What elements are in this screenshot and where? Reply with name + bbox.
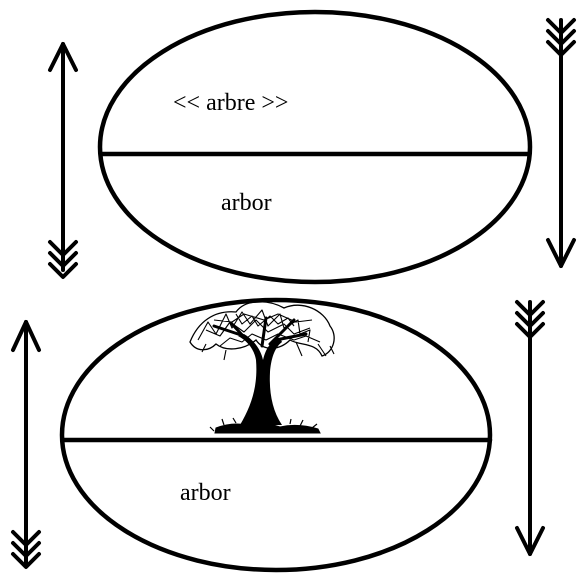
arrow-up-top-left bbox=[48, 42, 78, 279]
sign-bottom: arbor bbox=[59, 297, 493, 573]
sign-top: << arbre >> arbor bbox=[97, 9, 533, 285]
arrow-down-top-right bbox=[546, 18, 576, 268]
sign-top-ellipse bbox=[97, 9, 533, 285]
sign-bottom-signifier: arbor bbox=[180, 480, 231, 506]
arrow-up-bottom-left bbox=[11, 320, 41, 569]
sign-bottom-ellipse bbox=[59, 297, 493, 573]
tree-icon bbox=[189, 301, 335, 434]
sign-top-signified: << arbre >> bbox=[173, 90, 288, 116]
sign-top-signifier: arbor bbox=[221, 190, 272, 216]
arrow-down-bottom-right bbox=[515, 300, 545, 556]
